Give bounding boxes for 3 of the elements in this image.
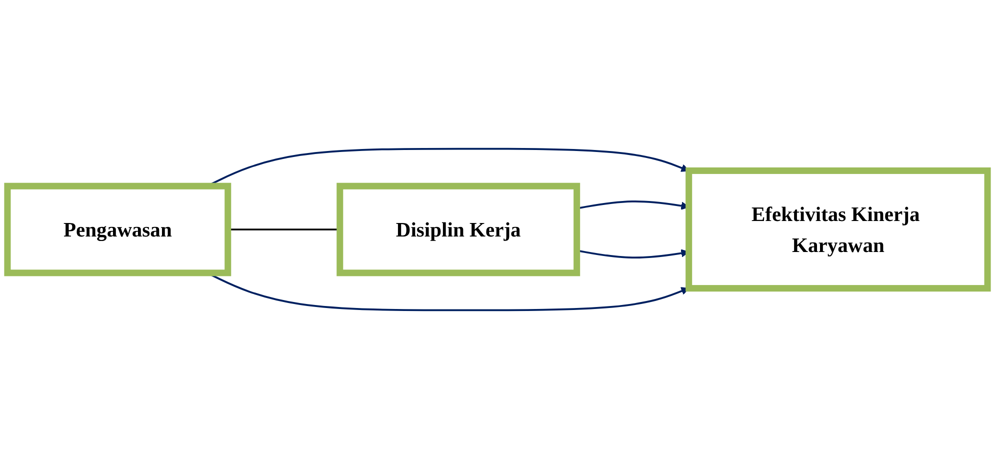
node-box: Efektivitas Kinerja Karyawan [686, 167, 991, 292]
node-box: Pengawasan [4, 182, 232, 276]
node-box: Disiplin Kerja [336, 182, 580, 276]
